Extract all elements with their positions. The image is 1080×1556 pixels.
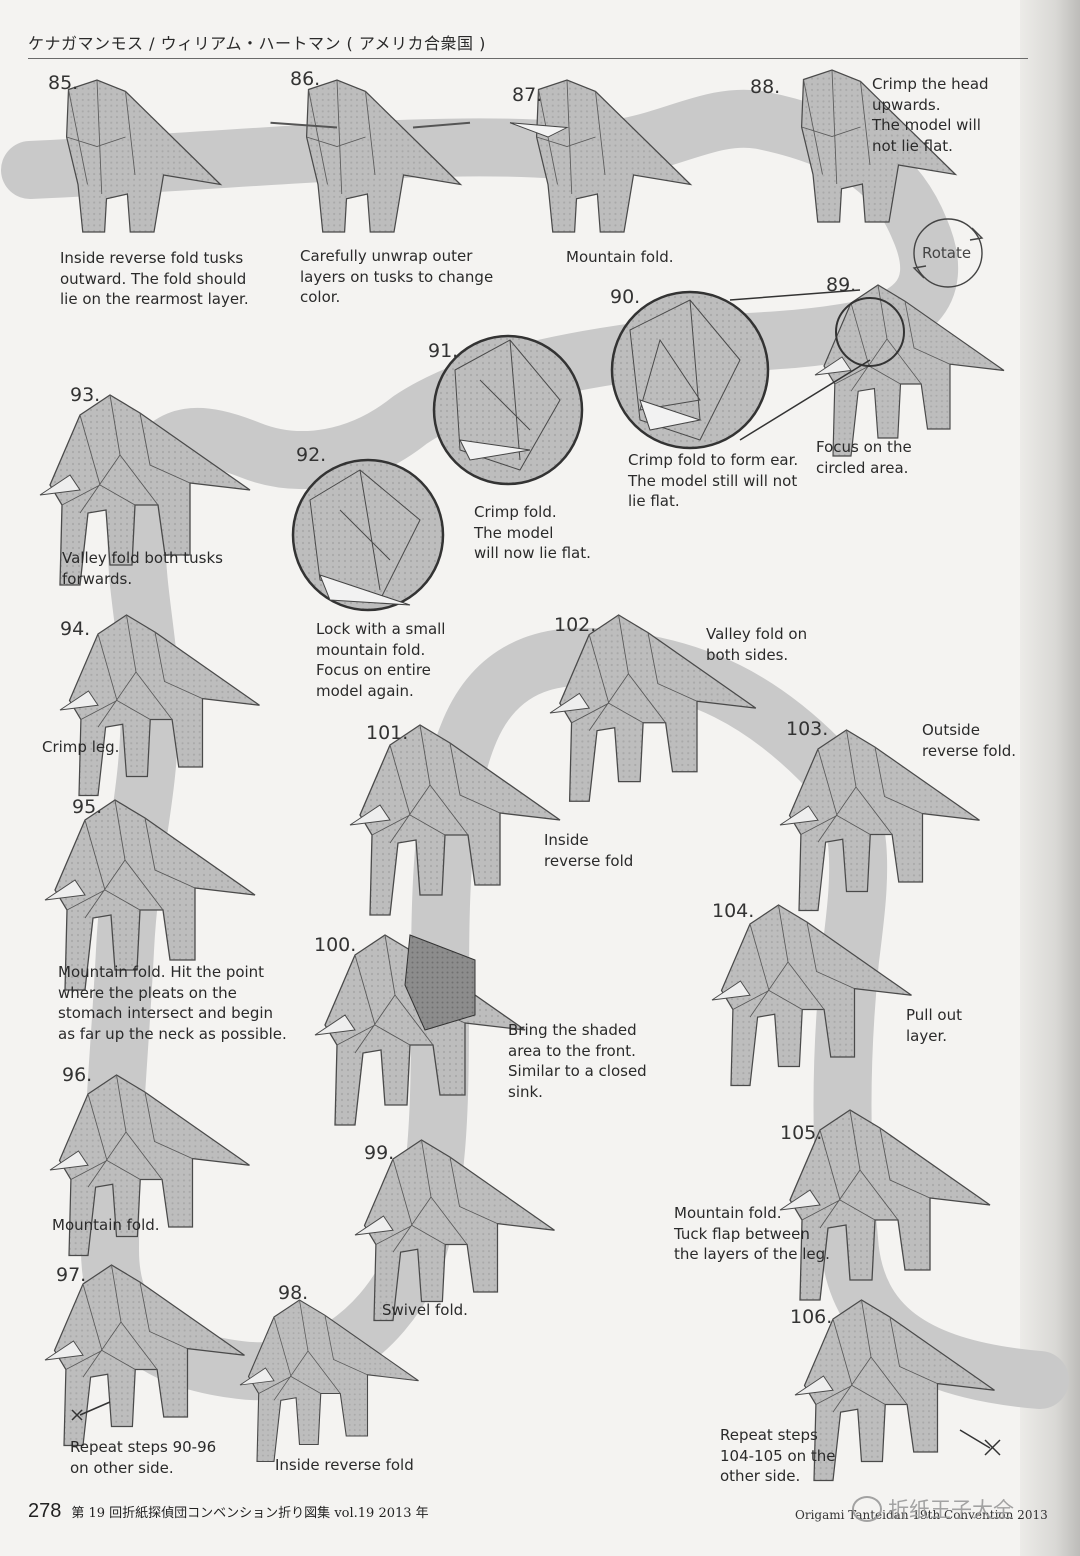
step-caption: Lock with a small mountain fold. Focus o…: [316, 619, 445, 701]
step-number: 91.: [428, 340, 458, 362]
step-number: 89.: [826, 274, 856, 296]
step-number: 97.: [56, 1264, 86, 1286]
step-caption: Mountain fold.: [566, 247, 674, 268]
step-number: 94.: [60, 618, 90, 640]
step-number: 103.: [786, 718, 828, 740]
step-caption: Repeat steps 104-105 on the other side.: [720, 1425, 836, 1487]
wechat-icon: [852, 1496, 882, 1522]
step-number: 92.: [296, 444, 326, 466]
step-92-zoom: [293, 460, 443, 610]
step-number: 98.: [278, 1282, 308, 1304]
step-caption: Mountain fold. Tuck flap between the lay…: [674, 1203, 830, 1265]
step-caption: Repeat steps 90-96 on other side.: [70, 1437, 216, 1478]
step-number: 95.: [72, 796, 102, 818]
step-number: 99.: [364, 1142, 394, 1164]
step-caption: Inside reverse fold: [544, 830, 633, 871]
step-caption: Pull out layer.: [906, 1005, 962, 1046]
step-caption: Focus on the circled area.: [816, 437, 912, 478]
step-99-diagram: [355, 1140, 555, 1321]
step-caption: Swivel fold.: [382, 1300, 468, 1321]
watermark-text: 折纸王子大全: [888, 1494, 1014, 1524]
step-caption: Outside reverse fold.: [922, 720, 1016, 761]
step-caption: Valley fold both tusks forwards.: [62, 548, 223, 589]
step-caption: Bring the shaded area to the front. Simi…: [508, 1020, 647, 1102]
step-number: 102.: [554, 614, 596, 636]
step-number: 93.: [70, 384, 100, 406]
step-number: 87.: [512, 84, 542, 106]
step-number: 105.: [780, 1122, 822, 1144]
step-caption: Crimp leg.: [42, 737, 119, 758]
step-caption: Carefully unwrap outer layers on tusks t…: [300, 246, 493, 308]
step-number: 86.: [290, 68, 320, 90]
step-caption: Crimp the head upwards. The model will n…: [872, 74, 989, 156]
step-number: 96.: [62, 1064, 92, 1086]
footer-left-text: 第 19 回折紙探偵団コンベンション折り図集 vol.19 2013 年: [71, 1506, 428, 1521]
step-caption: Valley fold on both sides.: [706, 624, 807, 665]
step-caption: Crimp fold to form ear. The model still …: [628, 450, 798, 512]
step-caption: Mountain fold.: [52, 1215, 160, 1236]
step-number: 100.: [314, 934, 356, 956]
step-number: 101.: [366, 722, 408, 744]
step-number: 85.: [48, 72, 78, 94]
step-number: 88.: [750, 76, 780, 98]
step-number: 106.: [790, 1306, 832, 1328]
step-number: 104.: [712, 900, 754, 922]
step-number: 90.: [610, 286, 640, 308]
other-side-mark-106: [960, 1430, 1000, 1455]
step-caption: Crimp fold. The model will now lie flat.: [474, 502, 591, 564]
step-caption: Mountain fold. Hit the point where the p…: [58, 962, 287, 1044]
step-caption: Inside reverse fold: [275, 1455, 414, 1476]
watermark: 折纸王子大全: [852, 1494, 1014, 1524]
page-number: 278: [28, 1500, 61, 1522]
step-caption: Inside reverse fold tusks outward. The f…: [60, 248, 249, 310]
rotate-label: Rotate: [922, 244, 971, 262]
page-footer: 278 第 19 回折紙探偵団コンベンション折り図集 vol.19 2013 年: [28, 1500, 429, 1523]
